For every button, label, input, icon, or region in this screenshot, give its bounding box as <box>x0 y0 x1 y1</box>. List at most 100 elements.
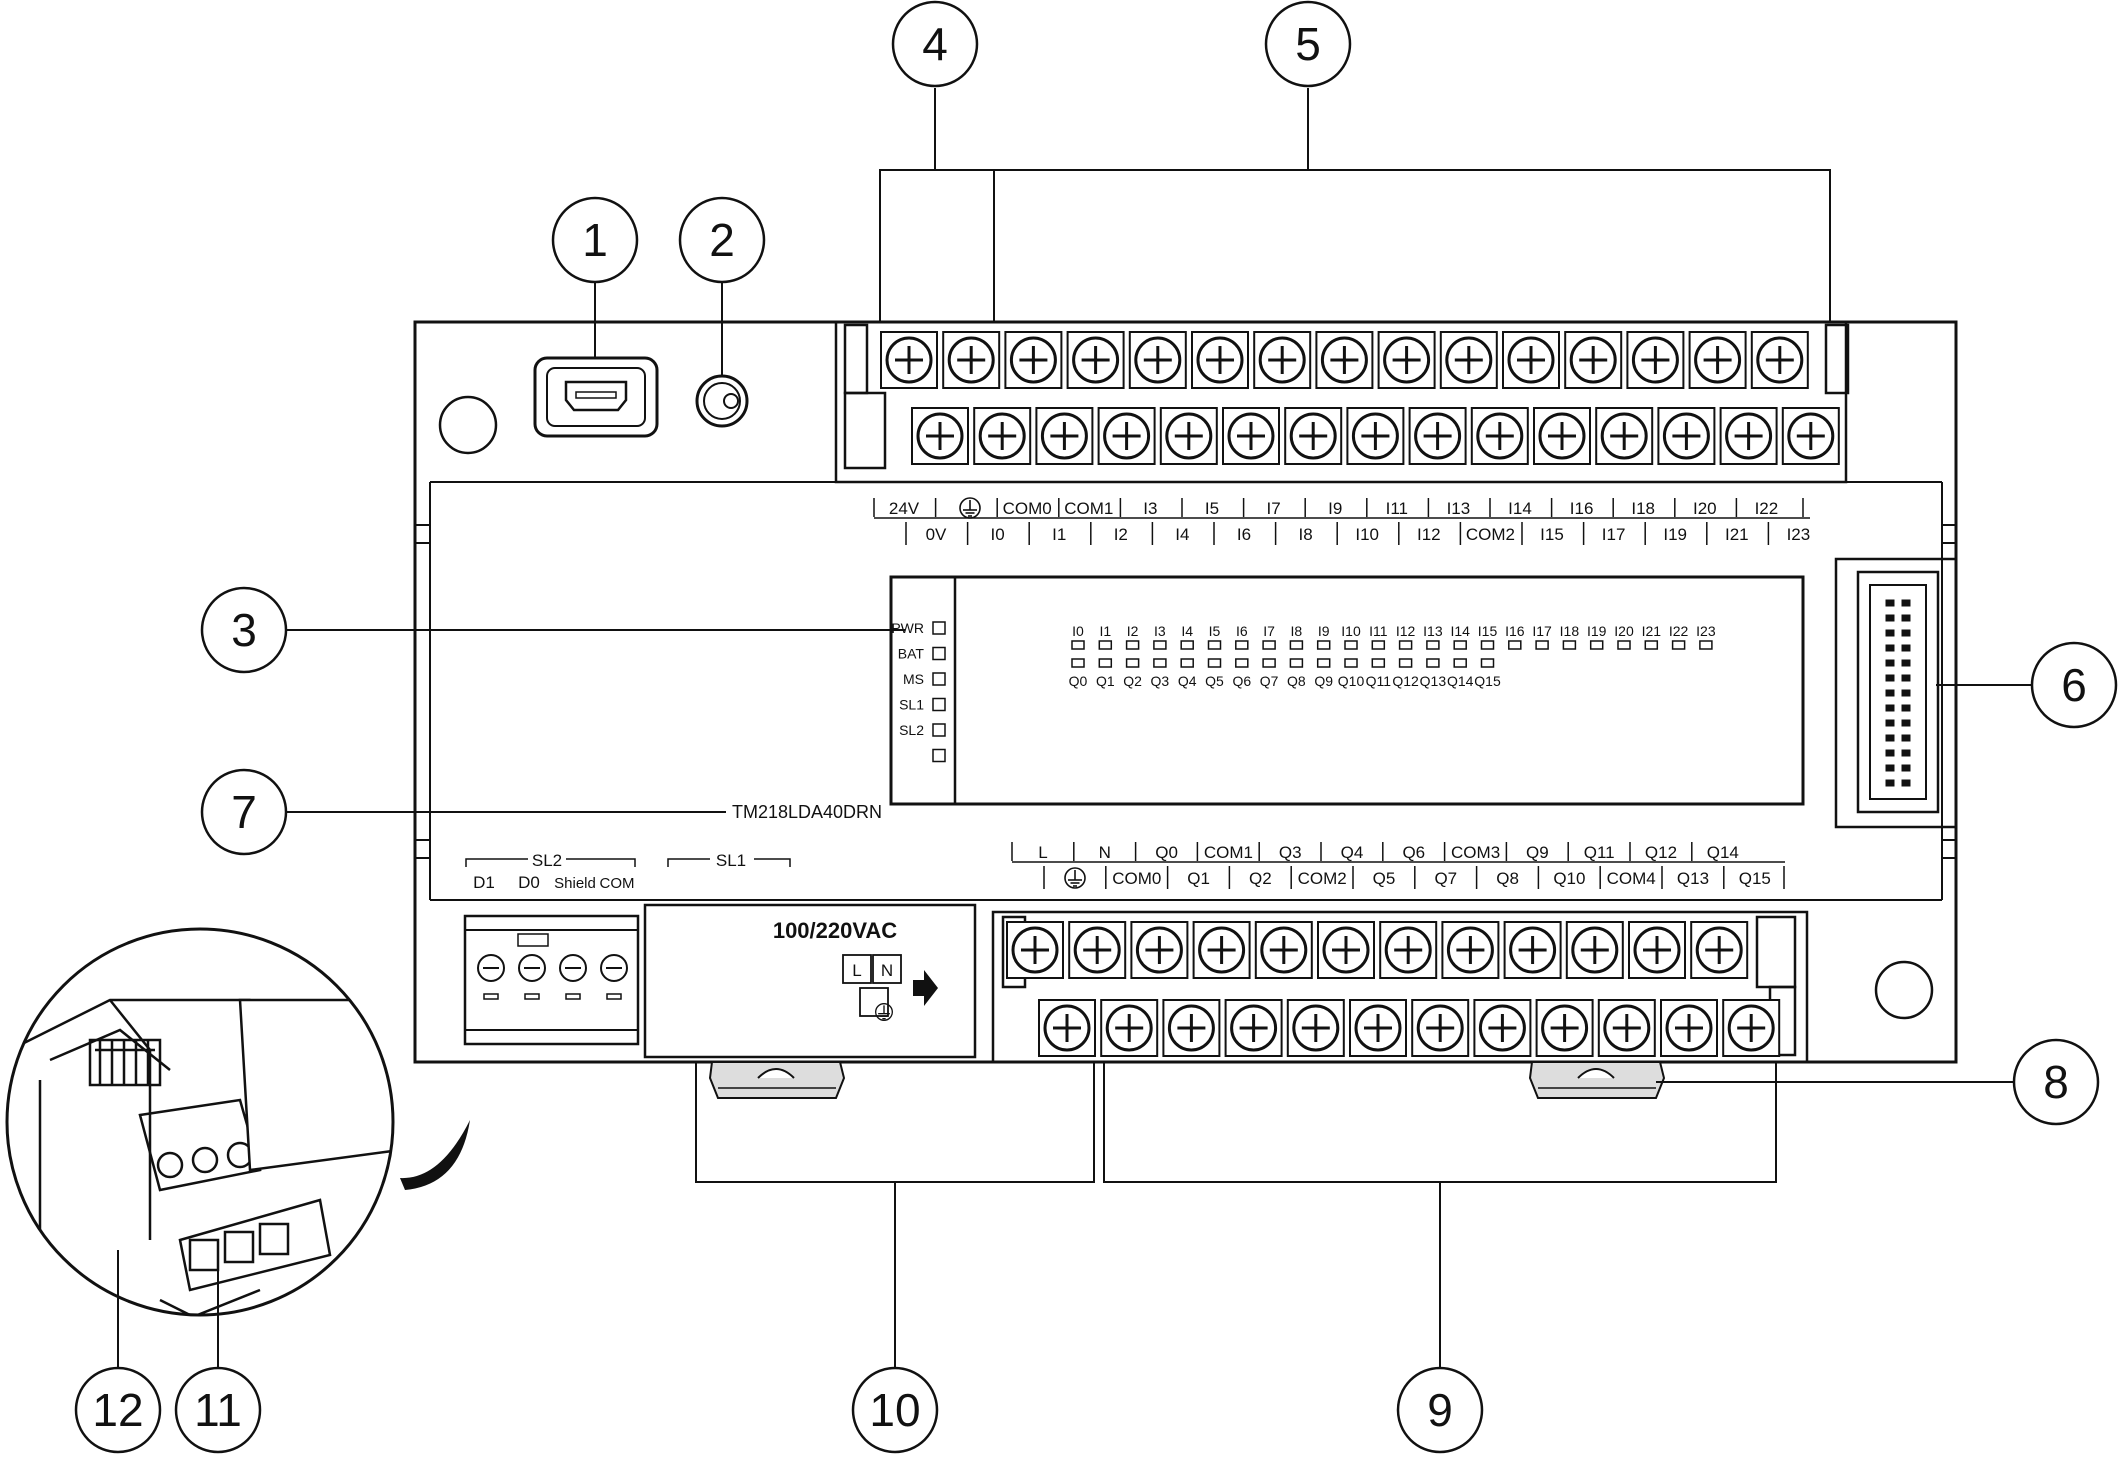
expansion-connector[interactable] <box>1834 557 1958 829</box>
screw-terminal-icon[interactable] <box>1377 330 1437 390</box>
top-label-0: 24V <box>889 499 920 518</box>
output-led-label: Q0 <box>1069 673 1088 689</box>
screw-terminal-icon[interactable] <box>1345 406 1405 466</box>
callout-7-number: 7 <box>231 786 257 838</box>
screw-terminal-icon[interactable] <box>1066 330 1126 390</box>
input-led-label: I20 <box>1614 623 1634 639</box>
screw-terminal-icon[interactable] <box>1034 406 1094 466</box>
screw-terminal-icon[interactable] <box>1129 920 1189 980</box>
screw-terminal-icon[interactable] <box>1410 998 1470 1058</box>
screw-terminal-icon[interactable] <box>1097 406 1157 466</box>
screw-terminal-icon[interactable] <box>1750 330 1810 390</box>
usb-mini-port-icon[interactable] <box>533 356 659 438</box>
top-label-12: I18 <box>1631 499 1655 518</box>
top-label-7: I9 <box>1328 499 1342 518</box>
din-rail-clip[interactable] <box>708 1061 846 1099</box>
power-cover <box>643 903 977 1059</box>
top-label2-5: I6 <box>1237 525 1251 544</box>
screw-terminal-icon[interactable] <box>1378 920 1438 980</box>
callout-11-number: 11 <box>194 1384 242 1436</box>
input-led <box>1207 640 1222 650</box>
screw-terminal-icon[interactable] <box>1224 998 1284 1058</box>
screw-terminal-icon[interactable] <box>1565 920 1625 980</box>
screw-terminal-icon[interactable] <box>1503 920 1563 980</box>
input-led <box>1671 640 1686 650</box>
screw-terminal-icon[interactable] <box>1159 406 1219 466</box>
screw-terminal-icon[interactable] <box>1470 406 1530 466</box>
screw-terminal-icon[interactable] <box>1627 920 1687 980</box>
callout-7: 7 <box>200 768 288 856</box>
screw-terminal-icon[interactable] <box>1656 406 1716 466</box>
screw-terminal-icon[interactable] <box>1348 998 1408 1058</box>
top-label-14: I22 <box>1755 499 1779 518</box>
screw-terminal-icon[interactable] <box>1688 330 1748 390</box>
callout-4-number: 4 <box>922 18 948 70</box>
screw-terminal-icon[interactable] <box>1408 406 1468 466</box>
top-label-10: I14 <box>1508 499 1532 518</box>
serial-pin-d0: D0 <box>518 873 540 892</box>
screw-terminal-icon[interactable] <box>1721 998 1781 1058</box>
screw-terminal-icon[interactable] <box>1625 330 1685 390</box>
input-led <box>1699 640 1713 650</box>
input-led <box>1426 640 1440 650</box>
screw-terminal-icon[interactable] <box>1221 406 1281 466</box>
sd-card-slot-icon[interactable] <box>695 374 749 428</box>
top-label-13: I20 <box>1693 499 1717 518</box>
screw-terminal-icon[interactable] <box>972 406 1032 466</box>
leader-lines <box>117 88 2032 1395</box>
screw-terminal-icon[interactable] <box>1532 406 1592 466</box>
screw-terminal-icon[interactable] <box>1563 330 1623 390</box>
screw-terminal-icon[interactable] <box>879 330 939 390</box>
screw-terminal-icon[interactable] <box>1192 920 1252 980</box>
screw-terminal-icon[interactable] <box>1501 330 1561 390</box>
callout-10-number: 10 <box>869 1384 920 1436</box>
screw-terminal-icon[interactable] <box>1719 406 1779 466</box>
screw-terminal-icon[interactable] <box>1037 998 1097 1058</box>
bottom-label2-2: Q1 <box>1187 869 1210 888</box>
top-label2-10: I15 <box>1540 525 1564 544</box>
output-led <box>1371 658 1386 668</box>
screw-terminal-icon[interactable] <box>1597 998 1657 1058</box>
screw-terminal-icon[interactable] <box>1190 330 1250 390</box>
screw-terminal-icon[interactable] <box>1283 406 1343 466</box>
input-led-label: I5 <box>1209 623 1221 639</box>
output-led <box>1153 658 1167 668</box>
screw-terminal-icon[interactable] <box>1099 998 1159 1058</box>
screw-terminal-icon[interactable] <box>1252 330 1312 390</box>
input-led <box>1344 640 1358 650</box>
screw-terminal-icon[interactable] <box>1594 406 1654 466</box>
screw-terminal-icon[interactable] <box>1254 920 1314 980</box>
screw-terminal-icon[interactable] <box>1439 330 1499 390</box>
screw-terminal-icon[interactable] <box>1535 998 1595 1058</box>
screw-terminal-icon[interactable] <box>1005 920 1065 980</box>
bottom-screw-terminals[interactable] <box>1005 920 1781 1058</box>
serial-pin-shield: Shield <box>554 875 596 892</box>
screw-terminal-icon[interactable] <box>941 330 1001 390</box>
callout-5-number: 5 <box>1295 18 1321 70</box>
screw-terminal-icon[interactable] <box>1472 998 1532 1058</box>
output-led <box>1071 658 1085 668</box>
din-rail-clip[interactable] <box>1528 1061 1666 1099</box>
screw-terminal-icon[interactable] <box>1161 998 1221 1058</box>
status-led <box>932 697 946 712</box>
screw-terminal-icon[interactable] <box>1286 998 1346 1058</box>
serial-line-connector[interactable] <box>463 914 640 1046</box>
screw-terminal-icon[interactable] <box>1659 998 1719 1058</box>
screw-terminal-icon[interactable] <box>1689 920 1749 980</box>
screw-terminal-icon[interactable] <box>1128 330 1188 390</box>
screw-terminal-icon[interactable] <box>1003 330 1063 390</box>
status-led <box>932 748 946 763</box>
top-screw-terminals[interactable] <box>879 330 1841 466</box>
bottom-label-1: N <box>1099 843 1111 862</box>
screw-terminal-icon[interactable] <box>1316 920 1376 980</box>
screw-terminal-icon[interactable] <box>1314 330 1374 390</box>
screw-terminal-icon[interactable] <box>1781 406 1841 466</box>
screw-terminal-icon[interactable] <box>1067 920 1127 980</box>
screw-terminal-icon[interactable] <box>910 406 970 466</box>
screw-terminal-icon[interactable] <box>1440 920 1500 980</box>
status-led <box>932 621 946 635</box>
